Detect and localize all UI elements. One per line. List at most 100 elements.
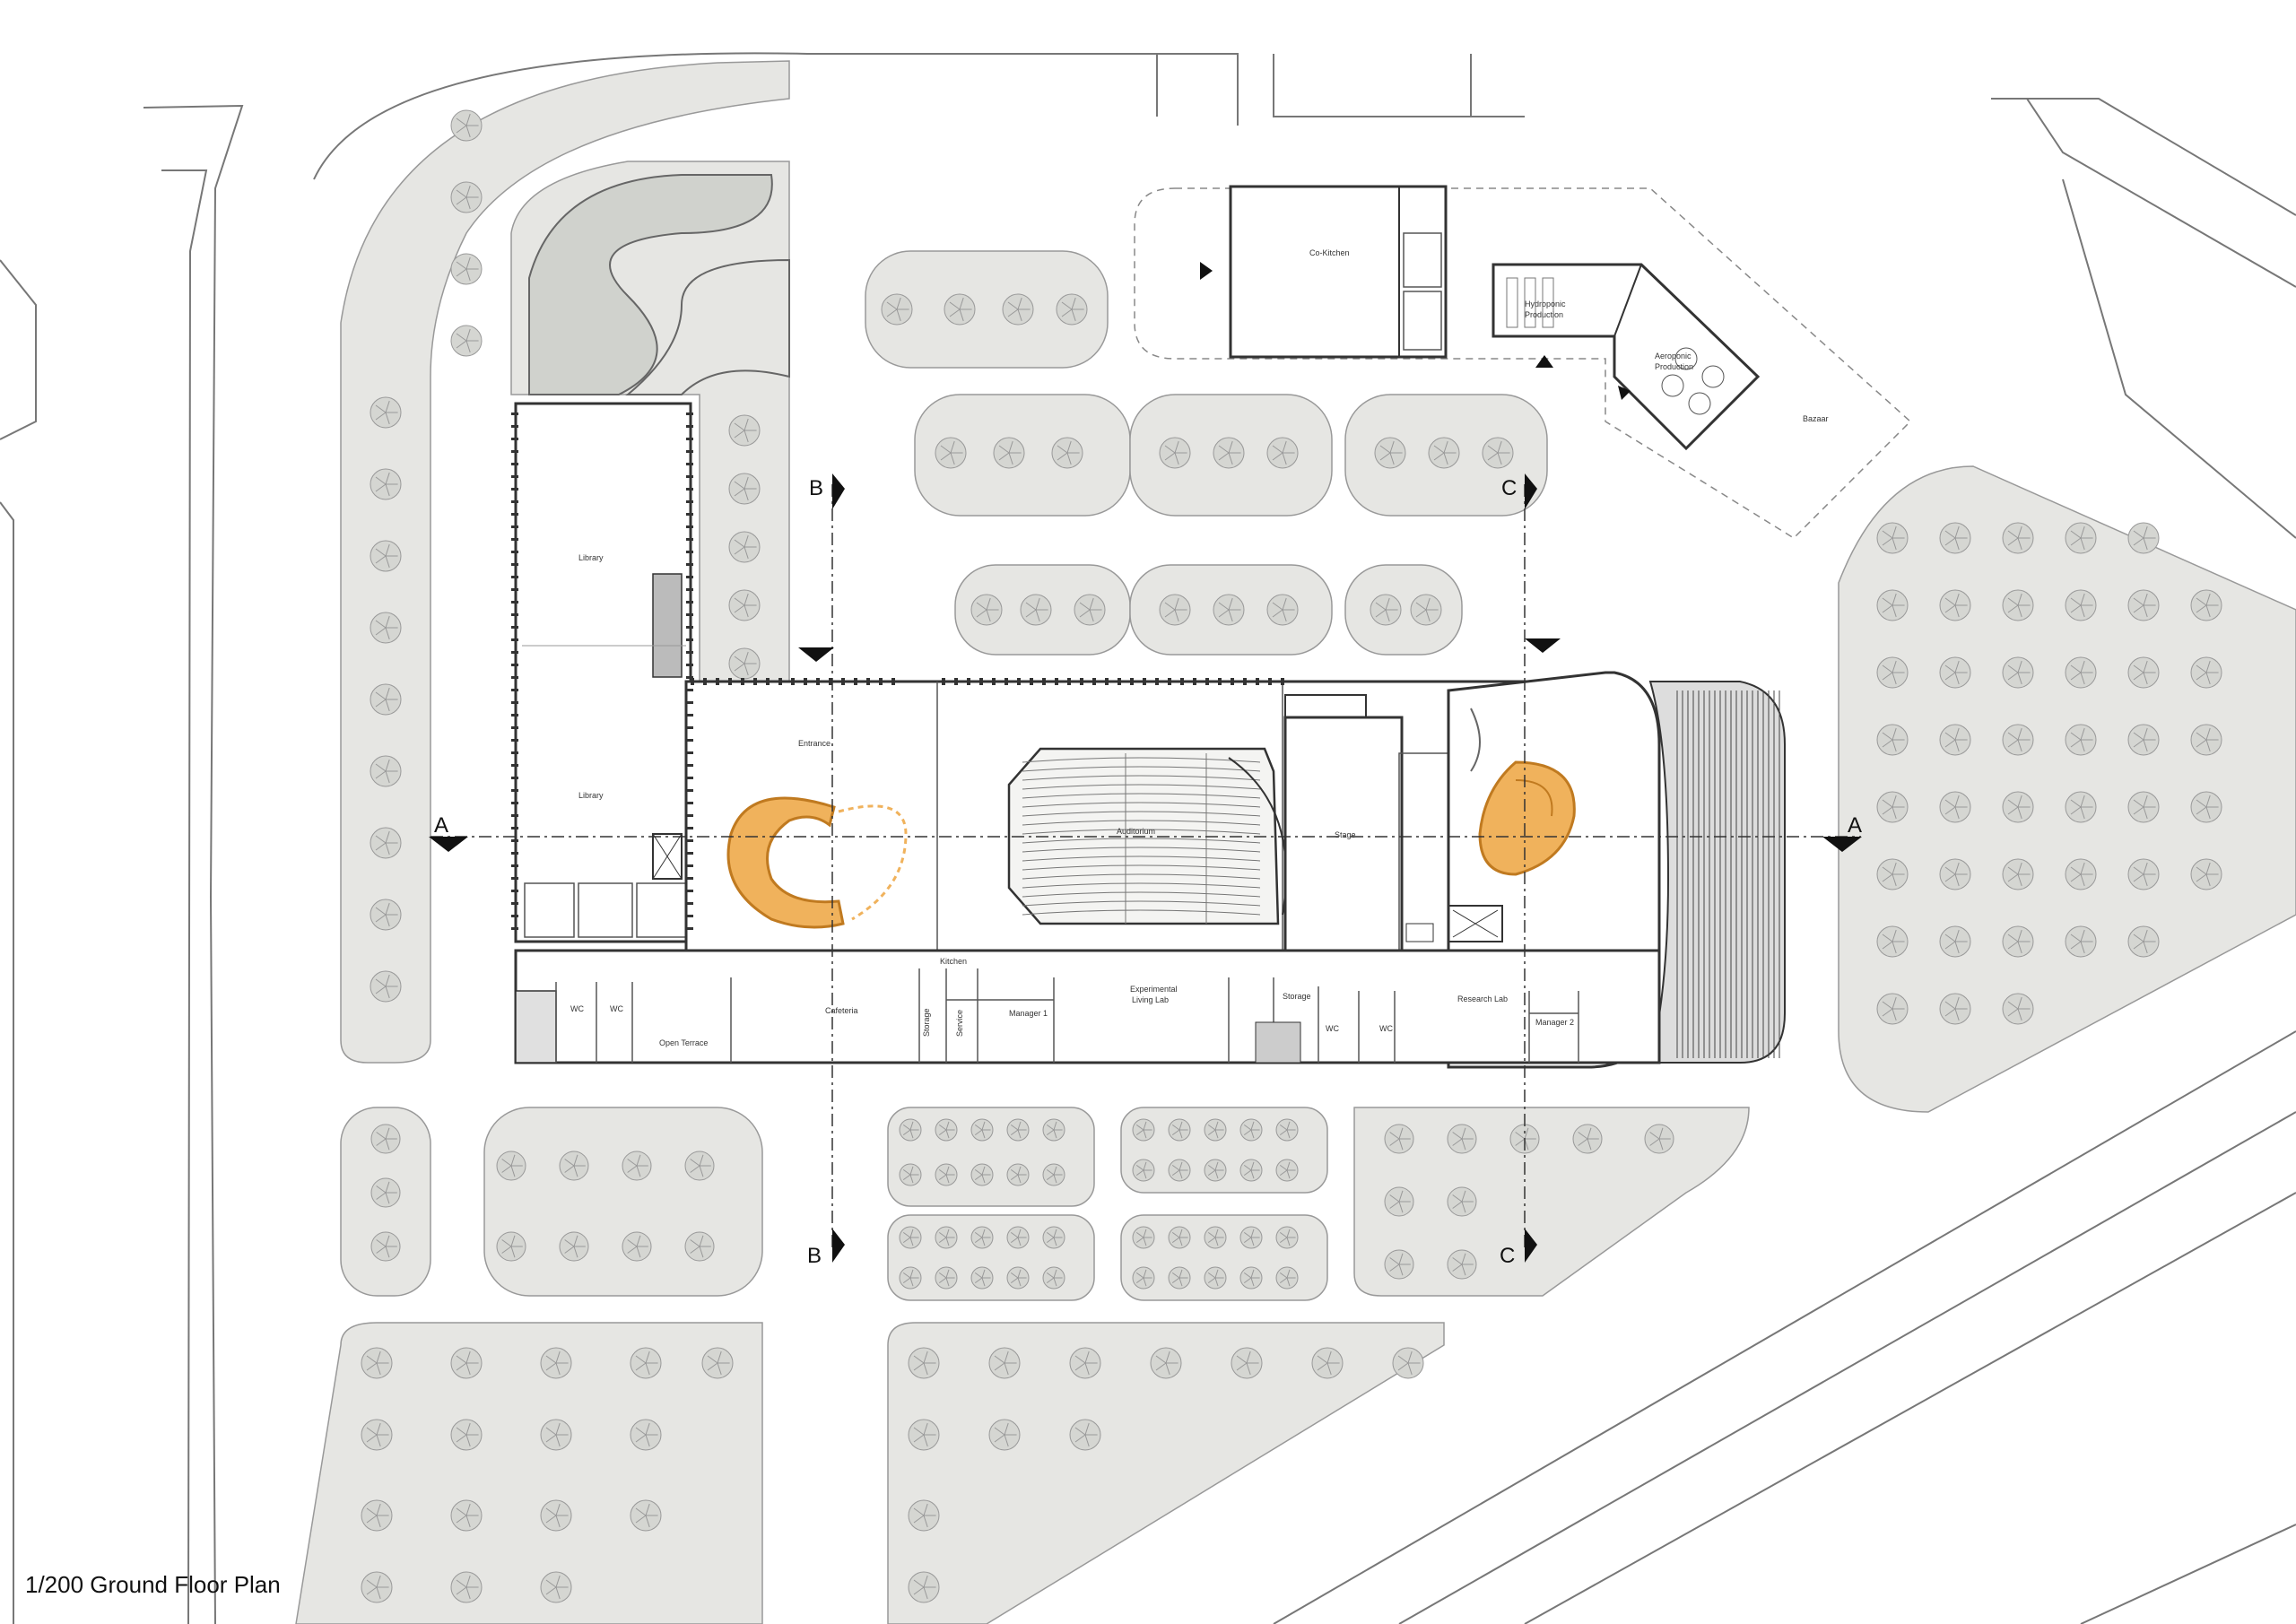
tree: [1006, 1163, 1030, 1186]
tree: [2190, 656, 2222, 689]
tree: [450, 1571, 483, 1603]
tree: [1311, 1347, 1344, 1379]
tree: [728, 473, 761, 505]
tree: [970, 1163, 994, 1186]
tree: [1042, 1118, 1065, 1142]
tree: [988, 1347, 1021, 1379]
wc-label-4: WC: [1379, 1024, 1393, 1033]
tree: [1042, 1226, 1065, 1249]
aeroponic-label-1: Aeroponic: [1655, 352, 1692, 360]
tree: [1384, 1124, 1414, 1154]
section-a-east-marker: [1822, 837, 1862, 852]
tree: [540, 1347, 572, 1379]
tree: [1939, 858, 1971, 890]
tree: [1482, 437, 1514, 469]
tree: [2002, 858, 2034, 890]
tree: [1876, 589, 1909, 621]
tree: [970, 1118, 994, 1142]
tree: [1069, 1347, 1101, 1379]
tree: [559, 1151, 589, 1181]
tree: [1239, 1226, 1263, 1249]
tree: [2002, 791, 2034, 823]
tree: [370, 970, 402, 1003]
tree: [970, 594, 1003, 626]
tree: [630, 1419, 662, 1451]
experimental-lab-label-2: Living Lab: [1132, 995, 1169, 1004]
tree: [370, 755, 402, 787]
tree: [2127, 589, 2160, 621]
tree: [450, 253, 483, 285]
tree: [1447, 1124, 1477, 1154]
section-b-north-marker: [832, 473, 845, 509]
tree: [1239, 1159, 1263, 1182]
tree: [2002, 589, 2034, 621]
north-annex: [1134, 185, 1912, 539]
tree: [1644, 1124, 1674, 1154]
tree: [1231, 1347, 1263, 1379]
tree: [1159, 437, 1191, 469]
tree: [1002, 293, 1034, 326]
tree: [1020, 594, 1052, 626]
tree: [1132, 1266, 1155, 1290]
production-block: [1492, 263, 1761, 451]
plan-caption: 1/200 Ground Floor Plan: [25, 1571, 281, 1598]
tree: [1374, 437, 1406, 469]
tree: [540, 1499, 572, 1532]
tree: [2002, 724, 2034, 756]
tree: [1876, 656, 1909, 689]
tree: [1006, 1118, 1030, 1142]
tree: [622, 1151, 652, 1181]
tree: [1428, 437, 1460, 469]
tree: [1056, 293, 1088, 326]
storage-label-2: Storage: [1283, 992, 1311, 1001]
tree: [1876, 925, 1909, 958]
tree: [2127, 858, 2160, 890]
tree: [1132, 1159, 1155, 1182]
tree: [728, 531, 761, 563]
tree: [684, 1151, 715, 1181]
tree: [1204, 1118, 1227, 1142]
co-kitchen-label: Co-Kitchen: [1309, 248, 1350, 257]
tree: [370, 1231, 401, 1262]
tree: [2002, 522, 2034, 554]
tree: [1168, 1159, 1191, 1182]
section-c-north-marker: [1525, 473, 1537, 509]
tree: [370, 683, 402, 716]
tree: [630, 1499, 662, 1532]
tree: [935, 437, 967, 469]
stage-label: Stage: [1335, 830, 1356, 839]
site-roads: [0, 52, 2296, 1624]
entrance-marker: [798, 647, 834, 662]
tree: [2190, 858, 2222, 890]
tree: [1074, 594, 1106, 626]
tree: [370, 540, 402, 572]
tree: [1042, 1266, 1065, 1290]
tree: [1939, 724, 1971, 756]
tree: [2002, 656, 2034, 689]
tree: [361, 1419, 393, 1451]
tree: [1132, 1118, 1155, 1142]
tree: [1204, 1226, 1227, 1249]
tree: [1051, 437, 1083, 469]
tree: [370, 1177, 401, 1208]
storage-label-1: Storage: [922, 1008, 931, 1037]
entrance-label: Entrance: [798, 739, 831, 748]
tree: [1204, 1159, 1227, 1182]
wc-label-2: WC: [610, 1004, 623, 1013]
tree: [450, 1499, 483, 1532]
tree: [993, 437, 1025, 469]
section-b-label-south: B: [807, 1244, 822, 1268]
tree: [1876, 993, 1909, 1025]
tree: [1150, 1347, 1182, 1379]
tree: [1213, 437, 1245, 469]
tree: [1239, 1266, 1263, 1290]
manager-1-label: Manager 1: [1009, 1009, 1048, 1018]
tree: [361, 1571, 393, 1603]
tree: [728, 414, 761, 447]
tree: [908, 1419, 940, 1451]
tree: [1447, 1249, 1477, 1280]
aeroponic-label-2: Production: [1655, 362, 1693, 371]
tree: [2065, 858, 2097, 890]
tree: [1239, 1118, 1263, 1142]
tree: [450, 325, 483, 357]
